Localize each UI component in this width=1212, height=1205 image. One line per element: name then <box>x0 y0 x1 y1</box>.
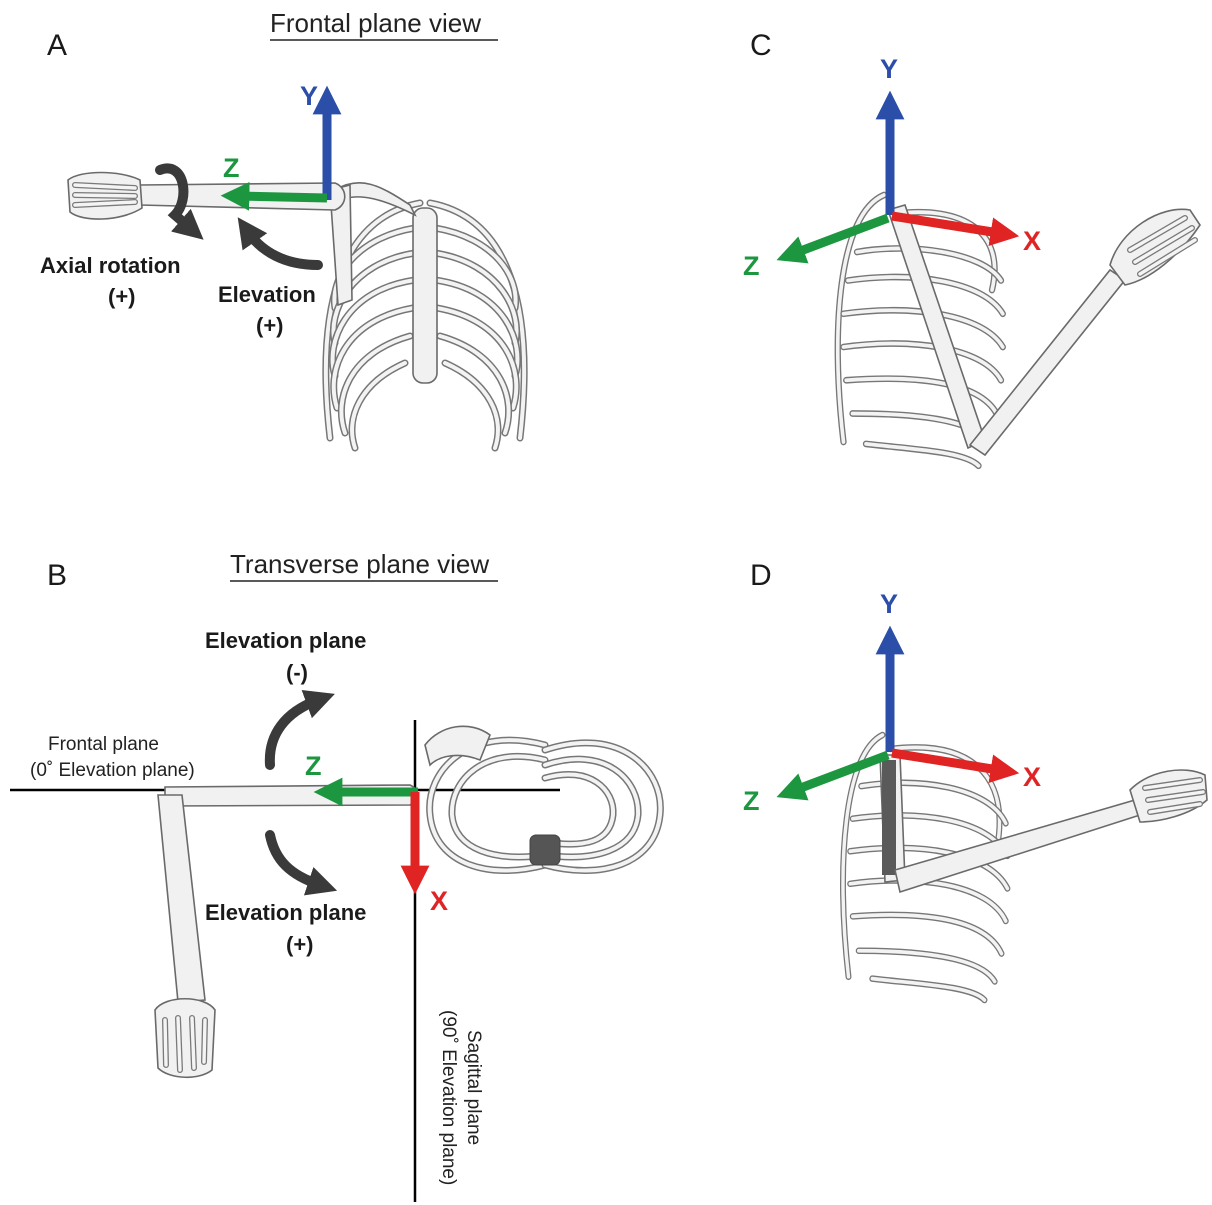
panel-d: D Y Z X <box>743 559 1207 1000</box>
ribcage-b <box>425 726 660 870</box>
panel-a-title: Frontal plane view <box>270 8 481 38</box>
elevation-plane-negative-sign: (-) <box>286 660 308 685</box>
panel-b-letter: B <box>47 559 67 592</box>
panel-b: B Transverse plane view Z <box>10 549 660 1202</box>
axis-x-d <box>892 753 1005 771</box>
axis-z-a-label: Z <box>223 153 240 183</box>
hand-c <box>1110 209 1200 285</box>
forearm-b <box>158 795 205 1002</box>
elevation-sign: (+) <box>256 313 284 338</box>
forearm-c <box>970 270 1125 455</box>
elevation-label: Elevation <box>218 282 316 307</box>
frontal-plane-sublabel: (0˚ Elevation plane) <box>30 760 195 781</box>
axial-rotation-sign: (+) <box>108 284 136 309</box>
panel-c: C Y Z X <box>743 29 1200 466</box>
sagittal-plane-labels: Sagittal plane (90˚ Elevation plane) <box>438 1010 484 1185</box>
axis-z-c-label: Z <box>743 251 760 281</box>
axis-x-b-label: X <box>430 886 448 916</box>
elevation-arrow <box>248 232 318 265</box>
elevation-plane-negative-label: Elevation plane <box>205 628 366 653</box>
panel-d-letter: D <box>750 559 772 592</box>
panel-a-letter: A <box>47 29 67 62</box>
axis-x-c-label: X <box>1023 226 1041 256</box>
axis-z-a <box>235 196 327 198</box>
elevation-plane-positive-sign: (+) <box>286 932 314 957</box>
humerus-d-shadow <box>882 760 896 875</box>
elevation-plane-positive-label: Elevation plane <box>205 900 366 925</box>
axis-z-d-label: Z <box>743 786 760 816</box>
hand-d <box>1130 770 1207 822</box>
panel-a: A Frontal plane view Y Z Axial rotation … <box>40 8 524 448</box>
ribcage-a <box>326 203 524 448</box>
panel-c-letter: C <box>750 29 772 62</box>
hand-a <box>68 173 142 220</box>
axis-y-d-label: Y <box>880 589 898 619</box>
axis-y-c-label: Y <box>880 54 898 84</box>
axis-x-d-label: X <box>1023 762 1041 792</box>
panel-b-title: Transverse plane view <box>230 549 489 579</box>
axis-y-a-label: Y <box>300 81 318 111</box>
humerus-c <box>888 205 985 448</box>
frontal-plane-label: Frontal plane <box>48 734 159 755</box>
sagittal-plane-sublabel: (90˚ Elevation plane) <box>438 1010 459 1185</box>
sagittal-plane-label: Sagittal plane <box>463 1030 484 1145</box>
axial-rotation-label: Axial rotation <box>40 253 181 278</box>
hand-b <box>155 999 215 1078</box>
axis-z-b-label: Z <box>305 751 322 781</box>
elevation-plane-positive-arrow <box>270 835 320 885</box>
forearm-d <box>895 800 1140 892</box>
